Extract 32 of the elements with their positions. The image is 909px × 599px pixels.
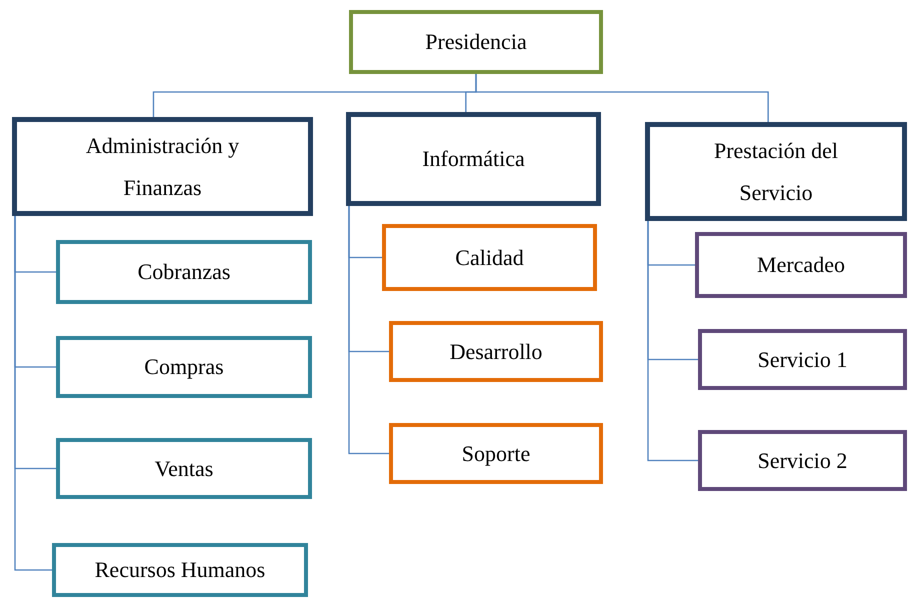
org-box (389, 423, 603, 484)
org-box (695, 232, 907, 298)
org-box (12, 117, 313, 216)
org-box (645, 122, 907, 221)
box-label: Calidad (455, 244, 524, 272)
org-box (382, 224, 597, 291)
box-label: Prestación del Servicio (712, 136, 840, 206)
box-label: Cobranzas (138, 258, 230, 286)
box-label: Desarrollo (450, 338, 542, 366)
org-box (349, 10, 603, 74)
org-box (56, 240, 312, 304)
box-label: Compras (144, 353, 224, 381)
connector-line (14, 216, 52, 571)
box-label: Mercadeo (757, 251, 845, 279)
connector-line (475, 74, 769, 122)
box-label: Recursos Humanos (94, 556, 266, 584)
connector-line (647, 221, 698, 462)
org-box (346, 112, 601, 206)
org-box (56, 336, 312, 398)
box-label: Servicio 1 (758, 346, 848, 374)
box-label: Soporte (462, 440, 530, 468)
box-label: Administración y Finanzas (84, 132, 240, 202)
org-box (56, 438, 312, 499)
org-box (52, 543, 308, 597)
org-box (698, 430, 907, 491)
org-box (389, 321, 603, 382)
box-label: Informática (422, 145, 525, 173)
connector-line (348, 206, 389, 454)
org-box (698, 329, 907, 390)
box-label: Ventas (154, 454, 214, 482)
box-label: Servicio 2 (758, 446, 848, 474)
box-label: Presidencia (425, 28, 527, 56)
